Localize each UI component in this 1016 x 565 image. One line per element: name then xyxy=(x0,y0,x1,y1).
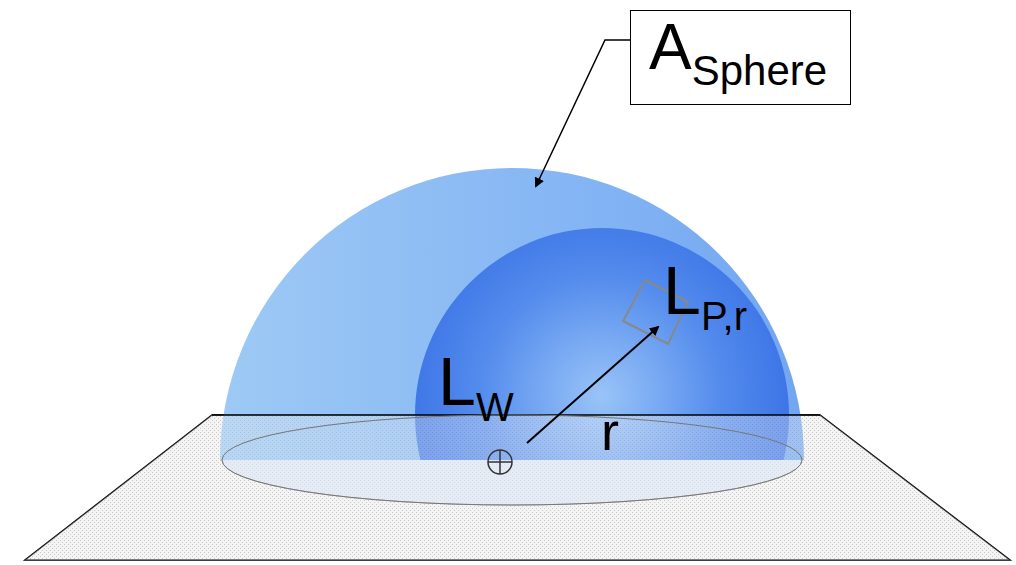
plane-overlay xyxy=(25,415,1010,560)
radius-label: r xyxy=(601,404,619,458)
source-symbol xyxy=(488,450,512,474)
symbol-subscript: Sphere xyxy=(692,50,827,92)
symbol-letter: L xyxy=(438,347,476,415)
source-symbol xyxy=(499,450,501,474)
symbol-letter: L xyxy=(663,256,701,324)
symbol-letter: A xyxy=(649,15,692,79)
base-outline xyxy=(222,415,802,505)
symbol-subscript: P,r xyxy=(701,296,747,336)
ground-plane xyxy=(25,415,1010,560)
symbol-subscript: W xyxy=(476,387,514,427)
radius-arrow xyxy=(527,327,658,443)
callout-box: ASphere xyxy=(630,10,851,105)
leader-line xyxy=(536,40,630,186)
